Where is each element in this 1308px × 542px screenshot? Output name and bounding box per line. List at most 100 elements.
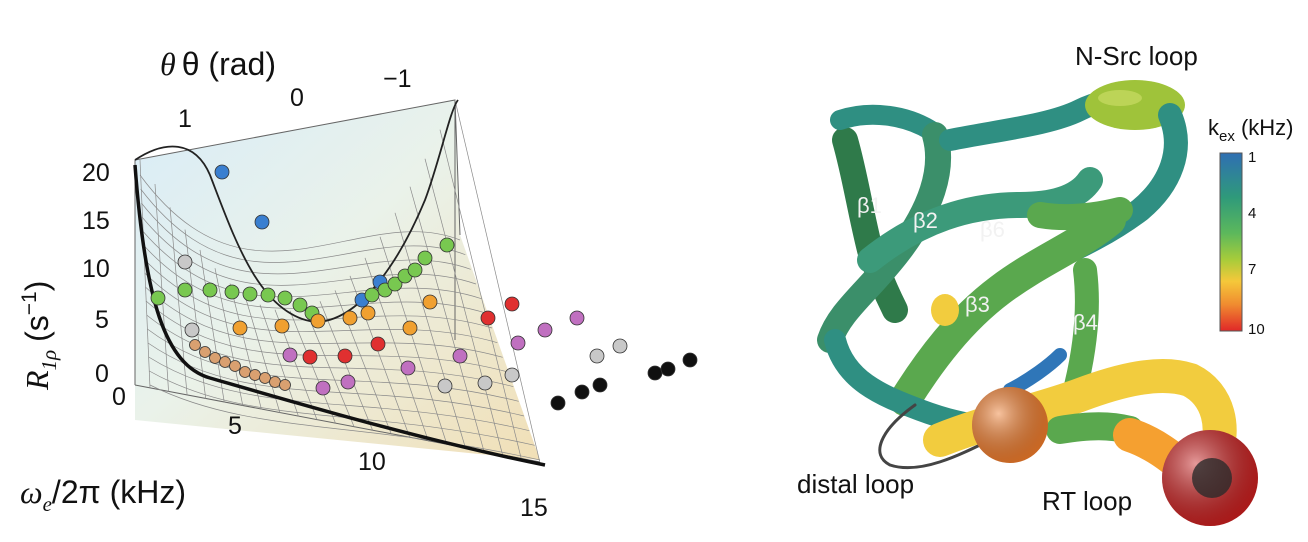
colorbar-title: kex (kHz) — [1208, 115, 1294, 145]
data-point-green — [242, 286, 258, 302]
data-point-magenta — [569, 310, 585, 326]
theta-tick-0: 0 — [290, 84, 304, 112]
mesh-curve — [147, 328, 519, 402]
r1rho-tick-0: 0 — [95, 360, 109, 388]
mesh-line — [244, 295, 281, 414]
label-rt-loop: RT loop — [1042, 486, 1132, 516]
mesh-curve — [140, 188, 466, 263]
colorbar-tick-1: 1 — [1248, 149, 1256, 166]
mesh-curve — [145, 286, 503, 358]
kex-colorbar: kex (kHz) 1 4 7 10 — [1208, 115, 1294, 338]
beta3-accent — [931, 294, 959, 326]
data-point-orange — [402, 320, 418, 336]
data-point-orange — [310, 313, 326, 329]
data-point-blue — [214, 164, 230, 180]
data-point-peach — [209, 352, 221, 364]
data-point-peach — [189, 339, 201, 351]
omega-tick-5: 5 — [228, 412, 242, 440]
strand-beta3 — [889, 204, 1126, 416]
mesh-line — [319, 301, 374, 431]
data-point-gray — [589, 348, 605, 364]
data-point-red — [504, 296, 520, 312]
data-point-orange — [342, 310, 358, 326]
data-point-black — [660, 361, 676, 377]
data-point-peach — [279, 379, 291, 391]
data-point-magenta — [315, 380, 331, 396]
mesh-curve — [142, 230, 482, 299]
data-point-peach — [259, 372, 271, 384]
mesh-line — [379, 236, 448, 446]
mesh-line — [439, 129, 522, 460]
data-point-magenta — [340, 374, 356, 390]
data-point-magenta — [282, 347, 298, 363]
data-point-gray — [177, 254, 193, 270]
rt-loop-orange-ball-shade — [972, 387, 1048, 463]
omega-tick-15: 15 — [520, 494, 548, 522]
mesh-line — [454, 99, 541, 464]
data-point-peach — [219, 356, 231, 368]
data-point-gray — [504, 367, 520, 383]
data-point-red — [302, 349, 318, 365]
omega-tick-10: 10 — [358, 448, 386, 476]
data-point-red — [480, 310, 496, 326]
data-point-green — [150, 290, 166, 306]
mesh-curve — [146, 314, 514, 388]
label-beta1: β1 — [857, 193, 882, 218]
mesh-line — [229, 283, 262, 410]
data-point-magenta — [510, 335, 526, 351]
mesh-curve — [149, 384, 541, 461]
mesh-curve — [139, 174, 461, 252]
data-point-orange — [360, 305, 376, 321]
mesh-curve — [148, 356, 530, 432]
theta-tick-neg1: −1 — [383, 65, 412, 93]
data-point-gray — [612, 338, 628, 354]
label-beta4: β4 — [1073, 310, 1098, 335]
rt-loop-dark-core — [1192, 458, 1232, 498]
strand-beta6 — [857, 167, 1103, 273]
segment-blue — [1003, 348, 1067, 397]
label-beta6: β6 — [980, 217, 1005, 242]
data-point-green — [439, 237, 455, 253]
r1rho-tick-10: 10 — [82, 255, 110, 283]
r1rho-axis-label: R1ρ(s−1) — [18, 281, 61, 391]
data-point-black — [682, 352, 698, 368]
theta-axis-unit: θ (rad) — [182, 46, 276, 82]
data-point-green — [260, 287, 276, 303]
mesh-curve — [149, 370, 535, 446]
mesh-line — [199, 249, 225, 403]
r1rho-tick-15: 15 — [82, 207, 110, 235]
data-point-green — [417, 250, 433, 266]
mesh-line — [259, 304, 299, 417]
data-point-green — [224, 284, 240, 300]
data-point-orange — [232, 320, 248, 336]
data-points — [150, 164, 698, 411]
colorbar-tick-7: 7 — [1248, 261, 1256, 278]
mesh-line — [214, 268, 244, 406]
colorbar-tick-10: 10 — [1248, 321, 1265, 338]
data-point-green — [387, 276, 403, 292]
data-point-peach — [229, 360, 241, 372]
data-point-peach — [249, 369, 261, 381]
mesh-curve — [144, 272, 498, 344]
data-point-orange — [422, 294, 438, 310]
r1rho-tick-20: 20 — [82, 159, 110, 187]
omega-tick-0: 0 — [112, 383, 126, 411]
data-point-gray — [477, 375, 493, 391]
mesh-line — [409, 186, 485, 453]
loop-top-left — [830, 104, 940, 140]
data-point-green — [407, 262, 423, 278]
data-point-magenta — [400, 360, 416, 376]
data-point-black — [647, 365, 663, 381]
colorbar-gradient — [1219, 152, 1243, 332]
data-point-peach — [199, 346, 211, 358]
data-point-magenta — [452, 348, 468, 364]
data-point-peach — [269, 376, 281, 388]
data-point-green — [292, 297, 308, 313]
protein-structure: N-Src loop distal loop RT loop β1 β2 β6 … — [797, 41, 1294, 526]
mesh-line — [139, 159, 151, 389]
data-point-peach — [239, 366, 251, 378]
n-src-loop-highlight — [1098, 90, 1142, 106]
colorbar-tick-4: 4 — [1248, 205, 1256, 222]
